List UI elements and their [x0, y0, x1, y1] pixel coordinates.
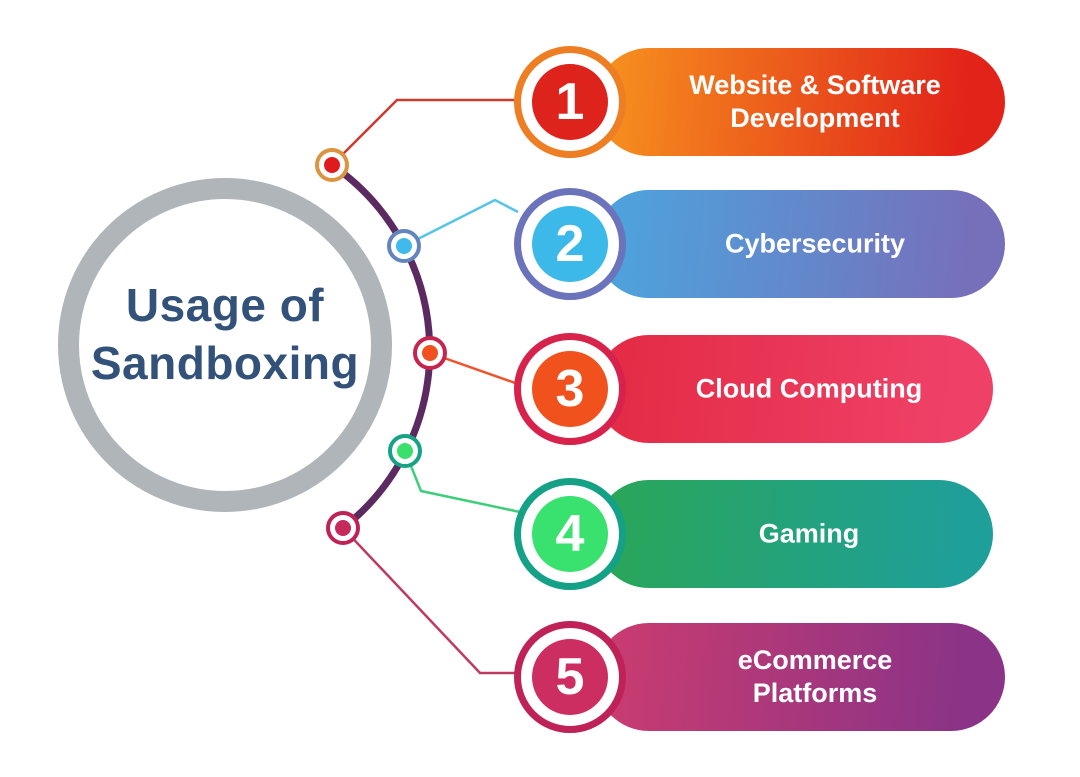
- item-number: 3: [555, 360, 585, 418]
- title-line-1: Usage of: [125, 279, 325, 331]
- item-connector-dot: [315, 148, 349, 182]
- item-number: 1: [555, 73, 585, 131]
- item-number: 2: [555, 215, 585, 273]
- item-connector-dot: [326, 511, 360, 545]
- item-pill: Website & Software Development: [595, 48, 1005, 156]
- item-label: Gaming: [758, 518, 860, 549]
- item-label: Cybersecurity: [724, 228, 906, 259]
- item-number-disc: 4: [532, 496, 608, 572]
- connector-line: [331, 98, 520, 166]
- item-connector-dot-core: [422, 345, 438, 361]
- connector-line: [403, 198, 519, 248]
- item-connector-dot-core: [335, 520, 351, 536]
- item-number-badge: 2: [514, 188, 626, 300]
- item-number-badge: 1: [514, 46, 626, 158]
- item-number-disc: 5: [532, 639, 608, 715]
- item-pill: eCommerce Platforms: [595, 623, 1005, 731]
- item-pill: Gaming: [595, 480, 993, 588]
- item-label: eCommerce Platforms: [737, 645, 893, 708]
- item-label: Website & Software Development: [689, 70, 941, 133]
- item-pill: Cloud Computing: [595, 335, 993, 443]
- item-connector-dot-core: [397, 443, 413, 459]
- item-number: 4: [555, 505, 585, 563]
- item-number-badge: 3: [514, 333, 626, 445]
- item-connector-dot-core: [396, 238, 412, 254]
- item-connector-dot: [388, 434, 422, 468]
- item-connector-dot: [387, 229, 421, 263]
- item-connector-dot: [413, 336, 447, 370]
- item-number-disc: 1: [532, 64, 608, 140]
- item-number-disc: 3: [532, 351, 608, 427]
- item-connector-dot-core: [324, 157, 340, 173]
- item-number-badge: 4: [514, 478, 626, 590]
- item-number-disc: 2: [532, 206, 608, 282]
- item-pill: Cybersecurity: [595, 190, 1005, 298]
- item-number: 5: [555, 648, 585, 706]
- title-line-2: Sandboxing: [90, 337, 360, 389]
- page-title: Usage of Sandboxing: [45, 276, 405, 392]
- connector-line: [342, 527, 515, 675]
- item-number-badge: 5: [514, 621, 626, 733]
- item-label: Cloud Computing: [695, 373, 923, 404]
- connector-line: [403, 450, 521, 514]
